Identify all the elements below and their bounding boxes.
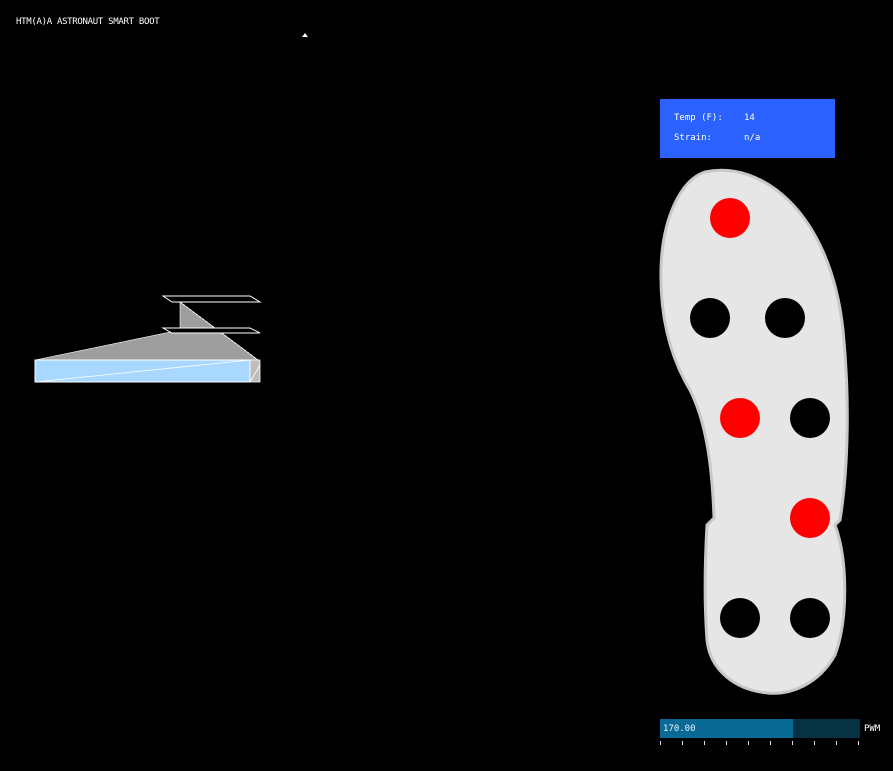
strain-value: n/a — [744, 133, 761, 143]
pwm-slider-fill — [660, 719, 794, 738]
slider-tick — [858, 741, 859, 745]
slider-tick — [748, 741, 749, 745]
pwm-slider-ticks — [660, 741, 860, 747]
pressure-sensor-4[interactable] — [720, 398, 760, 438]
pressure-sensor-2[interactable] — [690, 298, 730, 338]
slider-tick — [814, 741, 815, 745]
pressure-sensor-8[interactable] — [790, 598, 830, 638]
temp-value: 14 — [744, 113, 755, 123]
model-mid-plate — [161, 327, 261, 334]
slider-tick — [836, 741, 837, 745]
app-title: HTM(A)A ASTRONAUT SMART BOOT — [16, 17, 160, 27]
model-base-end — [249, 359, 261, 383]
strain-label: Strain: — [674, 133, 712, 143]
pwm-unit-label: PWM — [864, 724, 881, 734]
slider-tick — [682, 741, 683, 745]
slider-tick — [704, 741, 705, 745]
pressure-sensor-1[interactable] — [710, 198, 750, 238]
pressure-sensor-3[interactable] — [765, 298, 805, 338]
sensor-info-panel: Temp (F): 14 Strain: n/a — [660, 99, 835, 158]
pwm-slider[interactable]: 170.00 — [660, 719, 860, 738]
caret-up-icon — [302, 33, 308, 37]
slider-tick — [726, 741, 727, 745]
pwm-slider-value: 170.00 — [663, 724, 696, 734]
pressure-sensor-5[interactable] — [790, 398, 830, 438]
model-top-plate — [161, 295, 262, 303]
slider-tick — [770, 741, 771, 745]
pressure-sensor-6[interactable] — [790, 498, 830, 538]
temp-label: Temp (F): — [674, 113, 723, 123]
slider-tick — [792, 741, 793, 745]
slider-tick — [660, 741, 661, 745]
pressure-sensor-7[interactable] — [720, 598, 760, 638]
